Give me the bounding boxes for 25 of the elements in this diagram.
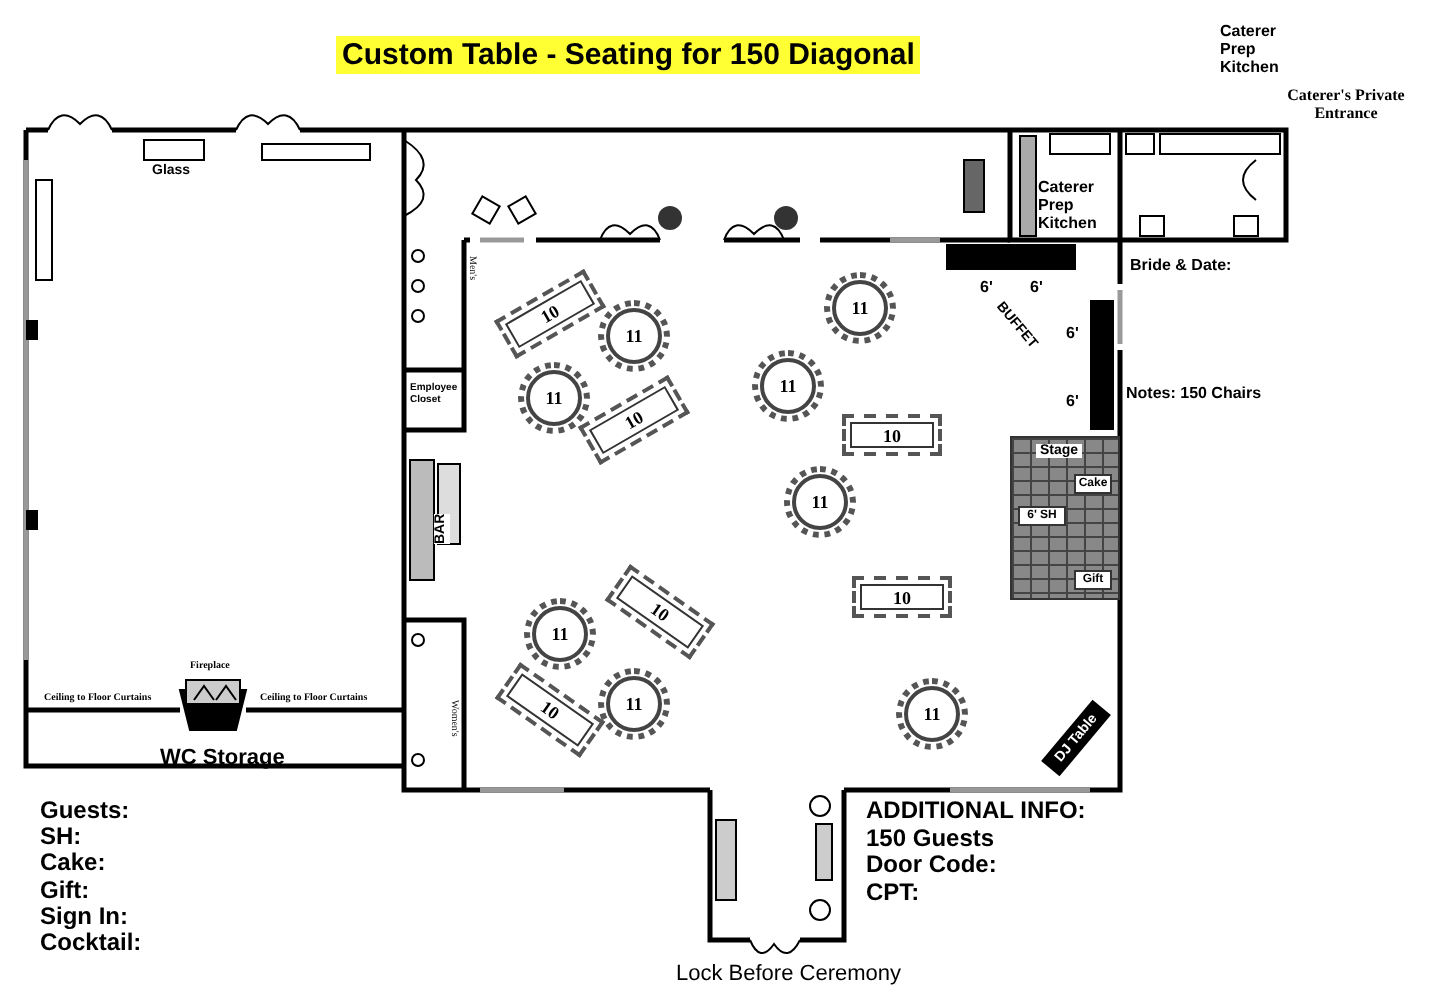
title: Custom Table - Seating for 150 Diagonal	[336, 36, 921, 74]
room-label: Caterer's Private Entrance	[1285, 88, 1407, 124]
room-label: Caterer Prep Kitchen	[1038, 180, 1099, 233]
room-label: Cake:	[40, 850, 106, 878]
length-label: 6'	[980, 278, 993, 296]
buffet-table	[946, 244, 1076, 270]
room-label: SH:	[40, 824, 82, 851]
buffet-table	[1090, 300, 1114, 430]
room-label: CPT:	[866, 879, 920, 906]
room-label: Gift:	[40, 877, 90, 904]
room-label: Door Code:	[866, 852, 997, 879]
length-label: 6'	[1066, 324, 1079, 342]
room-label: WC Storage	[160, 746, 285, 771]
room-label: 150 Guests	[866, 825, 995, 852]
room-label: Bride & Date:	[1130, 258, 1232, 276]
length-label: 6'	[1066, 392, 1079, 410]
room-label: Sign In:	[40, 903, 128, 930]
stage-platform	[1010, 436, 1120, 600]
room-label: Lock Before Ceremony	[676, 962, 901, 987]
room-label: Notes: 150 Chairs	[1126, 386, 1262, 404]
room-label: ADDITIONAL INFO:	[866, 798, 1086, 825]
room-label: Cocktail:	[40, 930, 142, 957]
length-label: 6'	[1030, 278, 1043, 296]
room-label: Caterer Prep Kitchen	[1220, 24, 1281, 77]
room-label: Guests:	[40, 798, 130, 825]
